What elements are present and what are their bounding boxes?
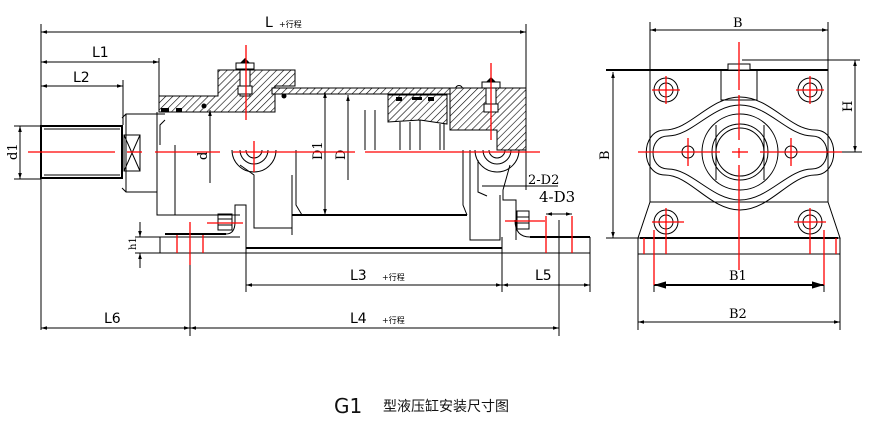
end-view: B <box>598 16 862 330</box>
dim-B2-label: B2 <box>729 307 747 322</box>
dim-L3-suffix: +行程 <box>382 272 405 282</box>
dim-L5-label: L5 <box>535 268 552 284</box>
dim-B-side-H: B H <box>598 60 862 239</box>
dim-L1: L1 <box>41 45 160 112</box>
dim-d-label: d <box>196 152 211 160</box>
drawing-caption: G1 型液压缸安装尺寸图 <box>334 394 509 418</box>
dim-h1: h1 <box>128 222 160 268</box>
caption-title: 型液压缸安装尺寸图 <box>383 398 509 415</box>
cylinder-tube-section <box>271 77 527 151</box>
cylinder-body <box>156 94 527 241</box>
end-housing <box>606 59 860 255</box>
caption-code: G1 <box>334 394 362 418</box>
dim-L3-L5: L3 +行程 L5 <box>245 253 591 292</box>
end-centerlines <box>638 42 842 285</box>
dim-D-label: D <box>334 150 349 160</box>
dim-L6-L4: L6 L4 +行程 <box>41 220 560 336</box>
dim-B1-label: B1 <box>729 269 747 284</box>
dim-D1-label: D1 <box>311 141 326 160</box>
dim-d1: d1 <box>6 125 41 180</box>
dim-L2-label: L2 <box>73 70 90 86</box>
dim-holes: 2-D2 4-D3 <box>482 173 575 216</box>
dim-B-top: B <box>649 16 829 70</box>
dim-D2-label: 2-D2 <box>528 173 559 188</box>
dim-L3-label: L3 <box>350 268 367 284</box>
dim-H-label: H <box>841 101 856 112</box>
dim-L-label: L <box>265 15 273 31</box>
dim-L2: L2 <box>41 70 124 125</box>
dim-L4-suffix: +行程 <box>382 315 405 325</box>
dim-L-suffix: +行程 <box>279 19 302 29</box>
dim-B-top-label: B <box>733 16 743 31</box>
dim-B-side-label: B <box>598 150 613 160</box>
dim-L6-label: L6 <box>104 311 121 327</box>
side-centerlines <box>28 45 573 265</box>
dim-D3-label: 4-D3 <box>539 188 575 206</box>
dim-diameters: d D1 D <box>196 92 350 215</box>
dim-L4-label: L4 <box>350 311 367 327</box>
dim-d1-label: d1 <box>6 143 21 160</box>
front-gland-section <box>158 58 296 113</box>
rod-end <box>40 113 165 193</box>
side-view: L +行程 L1 L2 <box>6 15 591 336</box>
mounting-base <box>159 204 591 254</box>
dim-h1-label: h1 <box>128 237 139 250</box>
dim-L1-label: L1 <box>92 45 109 61</box>
